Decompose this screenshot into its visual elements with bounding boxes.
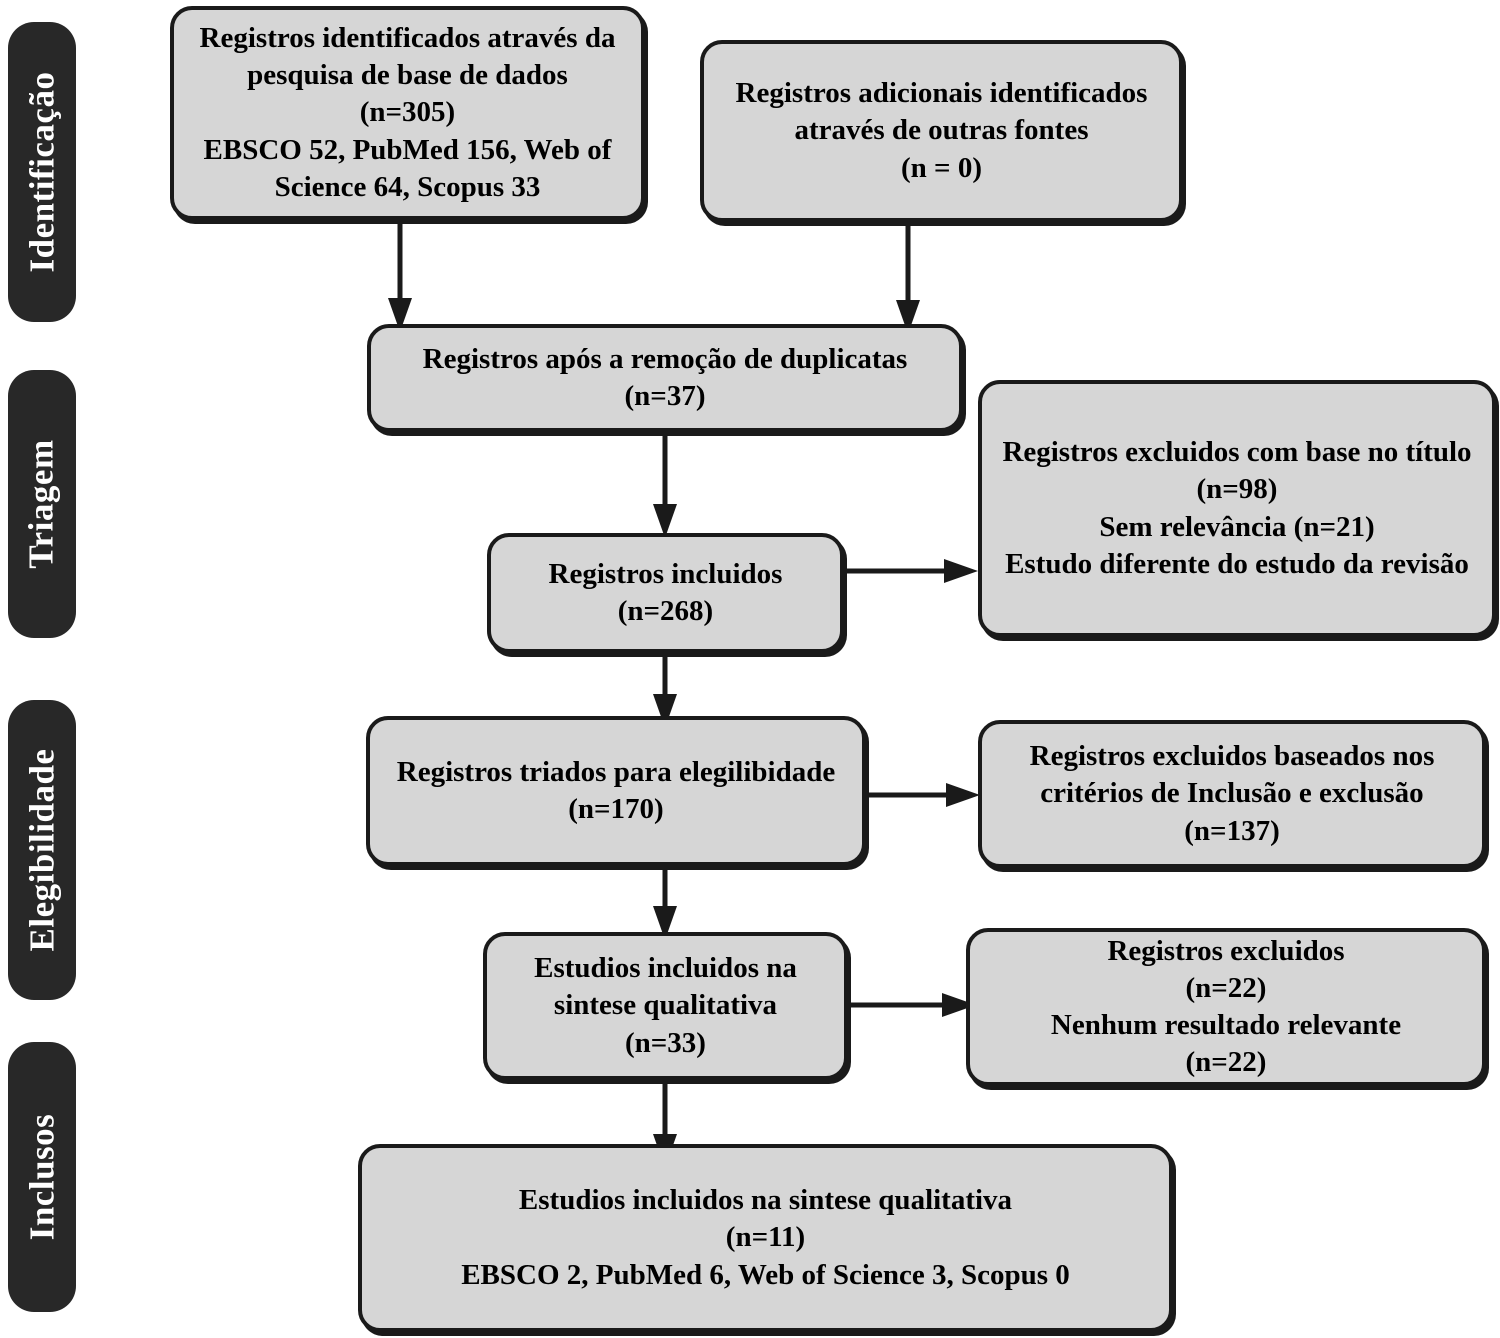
box-studies-qualitative-synthesis-33-text: Estudios incluidos na sintese qualitativ… bbox=[534, 952, 797, 1059]
box-records-identified-database: Registros identificados através da pesqu… bbox=[170, 6, 645, 220]
box-records-screened-eligibility: Registros triados para elegilibidade (n=… bbox=[366, 716, 866, 866]
stage-pill-triagem: Triagem bbox=[8, 370, 76, 638]
box-studies-qualitative-synthesis-11: Estudios incluidos na sintese qualitativ… bbox=[358, 1144, 1173, 1332]
connector-other-sources-to-duplicates bbox=[893, 220, 923, 336]
box-records-excluded-title-text: Registros excluidos com base no título (… bbox=[1002, 436, 1472, 580]
connector-included-to-excluded-title bbox=[840, 556, 980, 586]
connector-screened-to-studies33 bbox=[650, 862, 680, 942]
box-records-excluded-title: Registros excluidos com base no título (… bbox=[978, 380, 1496, 637]
box-records-identified-database-text: Registros identificados através da pesqu… bbox=[199, 22, 616, 203]
connector-screened-to-excluded-criteria bbox=[862, 780, 982, 810]
box-studies-qualitative-synthesis-33: Estudios incluidos na sintese qualitativ… bbox=[483, 932, 848, 1080]
stage-pill-elegibilidade: Elegibilidade bbox=[8, 700, 76, 1000]
box-records-identified-other-sources-text: Registros adicionais identificados atrav… bbox=[735, 77, 1148, 184]
stage-label-elegibilidade: Elegibilidade bbox=[22, 748, 61, 952]
box-records-excluded-criteria: Registros excluidos baseados nos critéri… bbox=[978, 720, 1486, 868]
stage-label-triagem: Triagem bbox=[22, 439, 62, 569]
stage-label-identificacao: Identificação bbox=[22, 71, 62, 273]
stage-pill-inclusos: Inclusos bbox=[8, 1042, 76, 1312]
box-records-identified-other-sources: Registros adicionais identificados atrav… bbox=[700, 40, 1183, 222]
connector-duplicates-to-included bbox=[650, 430, 680, 540]
connector-studies33-to-excluded-norelevant bbox=[848, 990, 978, 1020]
stage-pill-identificacao: Identificação bbox=[8, 22, 76, 322]
box-records-after-duplicates-text: Registros após a remoção de duplicatas (… bbox=[422, 342, 908, 412]
box-records-after-duplicates: Registros após a remoção de duplicatas (… bbox=[367, 324, 963, 432]
box-records-excluded-no-relevant-result: Registros excluidos (n=22) Nenhum result… bbox=[966, 928, 1486, 1086]
connector-included-to-screened bbox=[650, 652, 680, 730]
box-records-excluded-criteria-text: Registros excluidos baseados nos critéri… bbox=[1029, 740, 1435, 847]
stage-label-inclusos: Inclusos bbox=[22, 1113, 61, 1241]
box-records-excluded-no-relevant-result-text: Registros excluidos (n=22) Nenhum result… bbox=[1050, 934, 1402, 1079]
box-records-included-screening-text: Registros incluidos (n=268) bbox=[548, 557, 783, 627]
box-studies-qualitative-synthesis-11-text: Estudios incluidos na sintese qualitativ… bbox=[461, 1184, 1070, 1291]
connector-database-to-duplicates bbox=[385, 218, 415, 334]
box-records-included-screening: Registros incluidos (n=268) bbox=[487, 533, 844, 653]
box-records-screened-eligibility-text: Registros triados para elegilibidade (n=… bbox=[396, 755, 836, 825]
